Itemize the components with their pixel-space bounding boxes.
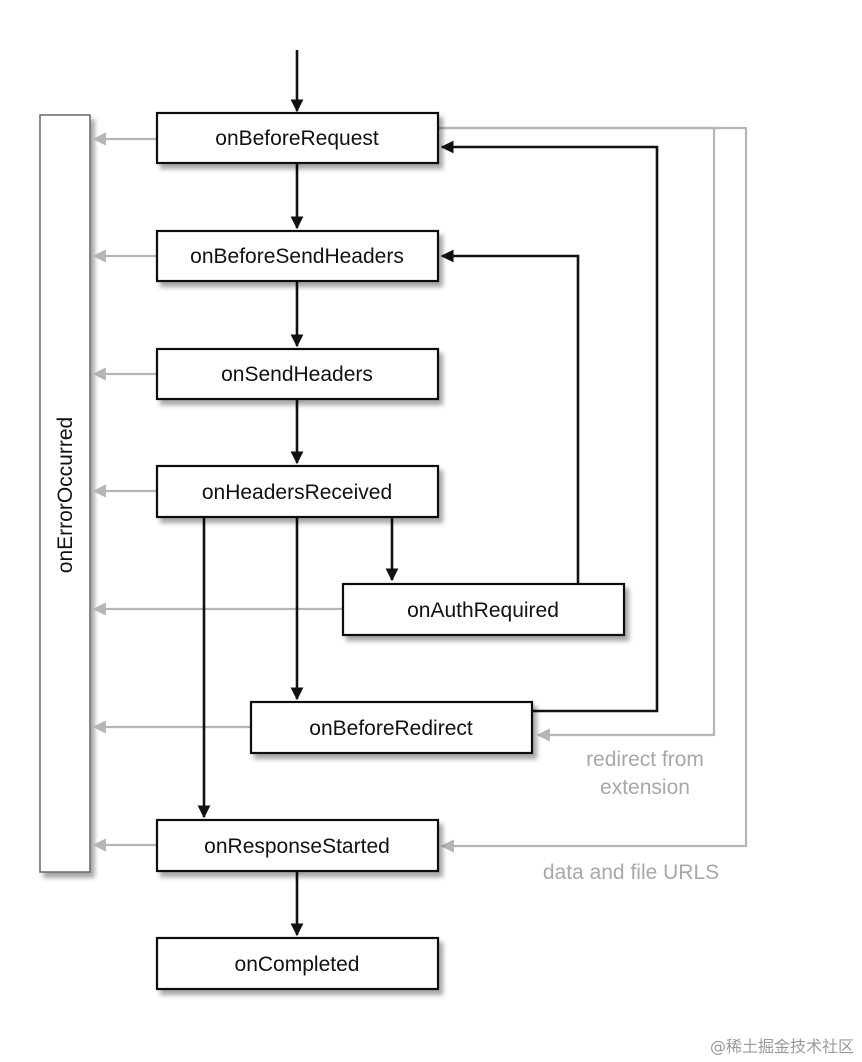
- node-on-auth-required: onAuthRequired: [341, 582, 626, 637]
- node-on-send-headers: onSendHeaders: [155, 347, 440, 401]
- error-edges: [92, 132, 343, 852]
- node-on-headers-received: onHeadersReceived: [155, 464, 440, 519]
- node-on-before-send-headers: onBeforeSendHeaders: [155, 229, 440, 283]
- node-on-send-headers-label: onSendHeaders: [221, 363, 373, 386]
- node-on-before-redirect: onBeforeRedirect: [249, 700, 534, 755]
- node-on-before-redirect-label: onBeforeRedirect: [309, 717, 473, 740]
- node-on-completed-label: onCompleted: [235, 953, 360, 976]
- node-on-error-occurred: onErrorOccurred: [39, 114, 91, 873]
- node-on-before-request-label: onBeforeRequest: [215, 127, 379, 150]
- node-on-completed: onCompleted: [155, 936, 440, 991]
- node-on-headers-received-label: onHeadersReceived: [202, 481, 392, 504]
- edge-redirect-from-extension: [438, 126, 716, 742]
- node-on-response-started-label: onResponseStarted: [204, 835, 390, 858]
- main-edges: [197, 50, 659, 937]
- node-on-auth-required-label: onAuthRequired: [407, 599, 559, 622]
- note-redirect-from-extension-line2: extension: [600, 776, 690, 799]
- note-data-and-file-urls: data and file URLS: [543, 861, 719, 884]
- edge-before-redirect-to-before-request: [440, 140, 659, 713]
- node-on-response-started: onResponseStarted: [155, 818, 440, 873]
- watermark-text: @稀土掘金技术社区: [710, 1037, 854, 1056]
- node-on-before-request: onBeforeRequest: [155, 111, 440, 165]
- note-redirect-from-extension-line1: redirect from: [586, 748, 704, 771]
- node-on-error-occurred-label: onErrorOccurred: [54, 417, 77, 573]
- bypass-edges: [438, 126, 748, 853]
- edge-auth-required-to-before-send-headers: [440, 249, 580, 584]
- node-on-before-send-headers-label: onBeforeSendHeaders: [190, 245, 404, 268]
- edge-data-and-file-urls: [438, 126, 748, 853]
